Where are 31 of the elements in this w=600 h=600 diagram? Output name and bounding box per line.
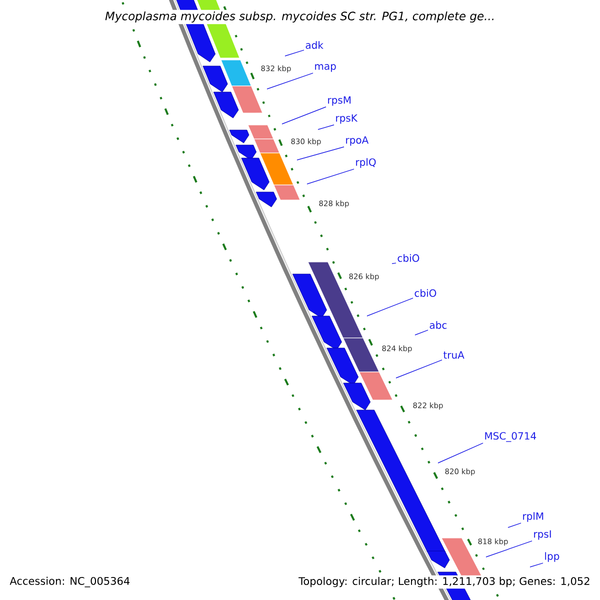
leader-line: [282, 106, 326, 124]
gene-label: truA: [443, 351, 464, 359]
gene-label: map: [315, 64, 336, 72]
leader-line: [486, 540, 532, 558]
leader-line: [438, 442, 484, 464]
gene-label: rpsI: [534, 530, 551, 540]
leader-line: [306, 168, 354, 184]
footer-text: Accession: NC_005364: [8, 575, 132, 589]
gene-label: rpoA: [346, 136, 369, 146]
gene-label: cbiO: [414, 289, 436, 297]
gene-label: rpsK: [336, 114, 358, 124]
gene-label: MSC_0714: [485, 432, 536, 442]
leader-line: [392, 262, 396, 264]
leader-line: [284, 50, 304, 56]
gene-label: cbiO: [398, 254, 420, 262]
gene-label: lpp: [545, 552, 560, 562]
gene-label: rplM: [523, 512, 544, 522]
title: Mycoplasma mycoides subsp. mycoides SC str. PG1, complete ge...: [104, 10, 496, 24]
gene-label: rpsM: [328, 96, 351, 106]
leader-line: [266, 72, 314, 90]
leader-line: [318, 124, 334, 130]
gene-label: rplQ: [356, 158, 376, 168]
gene-label: abc: [430, 321, 447, 329]
leader-line: [530, 562, 544, 568]
leader-line: [508, 522, 522, 528]
gene-label: adk: [306, 41, 324, 49]
leader-line: [296, 146, 344, 160]
leader-line: [396, 360, 442, 378]
leader-line: [414, 330, 428, 336]
leader-line: [366, 298, 414, 316]
footer-text: Topology: circular; Length: 1,211,703 bp; Genes: 1,052: [297, 575, 592, 589]
